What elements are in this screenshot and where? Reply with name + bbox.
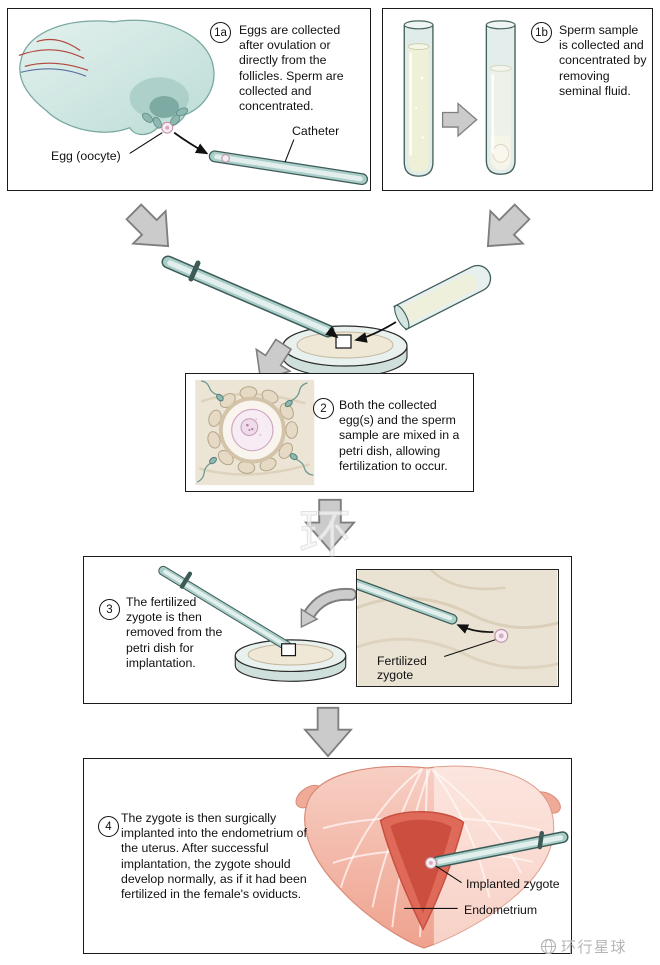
egg-pointer-line [129, 132, 163, 154]
brand-watermark: 环行星球 [540, 936, 627, 957]
blood-vessels [18, 38, 89, 71]
egg-catheter [161, 255, 335, 338]
brand-watermark-text: 环行星球 [561, 938, 628, 956]
mixing-site-square [335, 334, 352, 349]
panel-step-2: 2 Both the collected egg(s) and the sper… [185, 373, 474, 492]
sperm-concentration-illustration [403, 20, 516, 177]
step-1a-text: Eggs are collected after ovulation or di… [239, 23, 344, 114]
step-1b-badge: 1b [531, 22, 552, 43]
test-tube-concentrated [485, 20, 516, 175]
petri-dish [282, 325, 408, 378]
catheter-label: Catheter [292, 124, 340, 138]
panel-step-3: 3 The fertilized zygote is then removed … [83, 556, 572, 704]
fertilized-zygote-label: Fertilized zygote [377, 654, 427, 683]
catheter-hub [188, 260, 201, 282]
zygote-into-pipette-arrow [456, 624, 494, 634]
implanted-zygote-label: Implanted zygote [466, 877, 560, 891]
ovary-shape [19, 19, 215, 136]
step-3-text: The fertilized zygote is then removed fr… [126, 595, 223, 670]
fertilization-illustration [195, 379, 315, 486]
endometrium-lining [390, 819, 452, 914]
fimbriae [142, 107, 189, 129]
sperm-cells [196, 380, 314, 483]
ovary-collection-illustration [18, 19, 369, 186]
step-4-text: The zygote is then surgically implanted … [121, 811, 307, 902]
magnified-inset: Fertilized zygote [356, 569, 559, 687]
mixing-scene-illustration [116, 194, 540, 392]
implantation-catheter [431, 831, 569, 868]
zygote-removal-illustration [158, 565, 358, 682]
sperm-tube-pouring [393, 264, 492, 331]
collection-catheter [208, 150, 369, 186]
step-4-badge: 4 [98, 816, 119, 837]
removal-site-square [281, 643, 297, 657]
egg-to-catheter-arrow [173, 131, 209, 155]
center-watermark: 环 [298, 505, 352, 566]
globe-icon [540, 938, 557, 955]
egg-oocyte-label: Egg (oocyte) [51, 149, 121, 163]
endometrium-label: Endometrium [464, 903, 538, 917]
step-2-text: Both the collected egg(s) and the sperm … [339, 398, 460, 473]
concentration-arrow [441, 102, 478, 137]
step-2-badge: 2 [313, 398, 334, 419]
panel-step-4: 4 The zygote is then surgically implante… [83, 758, 572, 954]
catheter-pointer-line [284, 139, 295, 163]
test-tube-raw-sample [403, 20, 434, 177]
egg-nucleus [240, 418, 259, 436]
tube-to-dish-arrow [354, 321, 397, 343]
pipette-tip [357, 578, 458, 625]
zygote-pickup-illustration [357, 570, 558, 686]
step-3-badge: 3 [99, 599, 120, 620]
panel-step-1a: 1a Eggs are collected after ovulation or… [7, 8, 371, 191]
step-1a-badge: 1a [210, 22, 231, 43]
step-1b-text: Sperm sample is collected and concentrat… [559, 23, 647, 98]
flow-arrow-from-1a [116, 194, 186, 264]
panel-step-1b: 1b Sperm sample is collected and concent… [382, 8, 653, 191]
flow-arrow-from-1b [470, 194, 540, 264]
flow-arrow-to-step4 [304, 706, 352, 758]
catheter-to-dish-arrow [325, 326, 339, 339]
corona-radiata-cells [207, 386, 299, 474]
implanted-zygote-pointer [435, 865, 462, 884]
implantation-illustration [295, 765, 569, 949]
removal-pipette [158, 565, 292, 651]
magnify-arrow [300, 587, 358, 629]
zygote-pointer-line [444, 639, 496, 658]
